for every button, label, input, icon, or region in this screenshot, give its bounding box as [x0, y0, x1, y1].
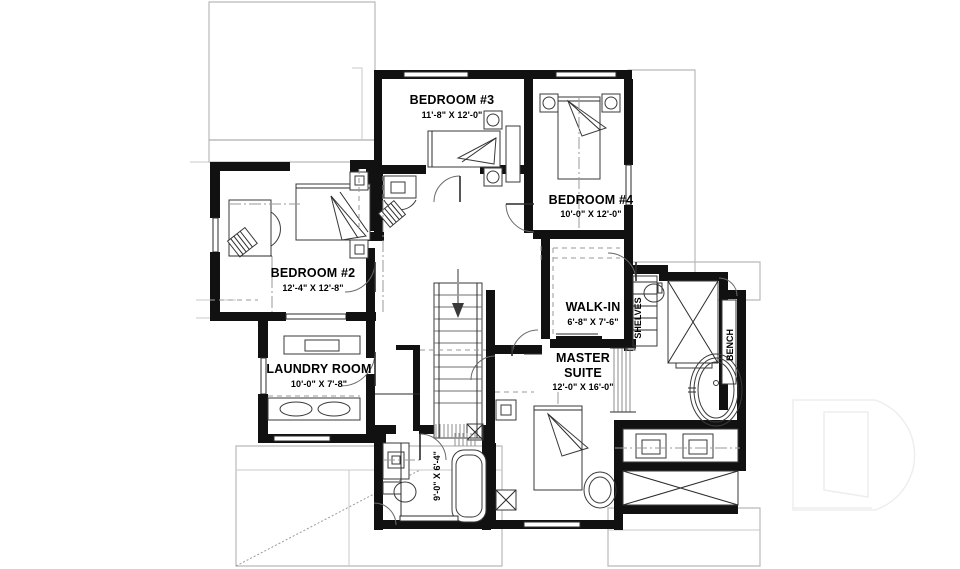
- roof-outlines: [190, 1, 761, 567]
- room-label-walkin-dim: 6'-8" X 7'-6": [567, 317, 618, 327]
- room-label-master-name-2: SUITE: [564, 366, 602, 380]
- room-label-master-name-1: MASTER: [556, 351, 610, 365]
- room-label-bedroom3-dim: 11'-8" X 12'-0": [422, 110, 483, 120]
- label-shelves: SHELVES: [633, 297, 643, 338]
- room-label-bedroom4-dim: 10'-0" X 12'-0": [560, 209, 621, 219]
- room-label-laundry-dim: 10'-0" X 7'-8": [291, 379, 347, 389]
- room-label-laundry-name: LAUNDRY ROOM: [266, 362, 371, 376]
- furniture-master-bath: [615, 280, 743, 506]
- room-label-master-dim: 12'-0" X 16'-0": [552, 382, 613, 392]
- furniture-master-suite: [495, 347, 636, 511]
- room-label-bedroom2-name: BEDROOM #2: [271, 266, 356, 280]
- doors: [340, 175, 738, 526]
- room-label-bedroom2-dim: 12'-4" X 12'-8": [282, 283, 343, 293]
- label-bench: BENCH: [725, 329, 735, 361]
- furniture-bedroom2: [226, 171, 371, 312]
- room-labels: BEDROOM #3 11'-8" X 12'-0" BEDROOM #4 10…: [266, 93, 633, 392]
- vertical-labels: SHELVES BENCH 9'-0" X 6'-4": [432, 297, 735, 501]
- furniture-bedroom3: [382, 110, 521, 232]
- logo-watermark: [792, 399, 916, 511]
- room-label-bedroom3-name: BEDROOM #3: [410, 93, 495, 107]
- room-label-walkin-name: WALK-IN: [566, 300, 621, 314]
- furniture-main-bath: [382, 433, 487, 523]
- furniture-laundry: [267, 335, 361, 421]
- guide-lines: [210, 200, 542, 395]
- furniture-bedroom4: [539, 93, 621, 228]
- label-bath-dimensions: 9'-0" X 6'-4": [432, 451, 442, 501]
- room-label-bedroom4-name: BEDROOM #4: [549, 193, 634, 207]
- closet-bath-upper-left: [358, 169, 417, 232]
- closet-shelving: [552, 247, 658, 347]
- staircase: [433, 269, 484, 441]
